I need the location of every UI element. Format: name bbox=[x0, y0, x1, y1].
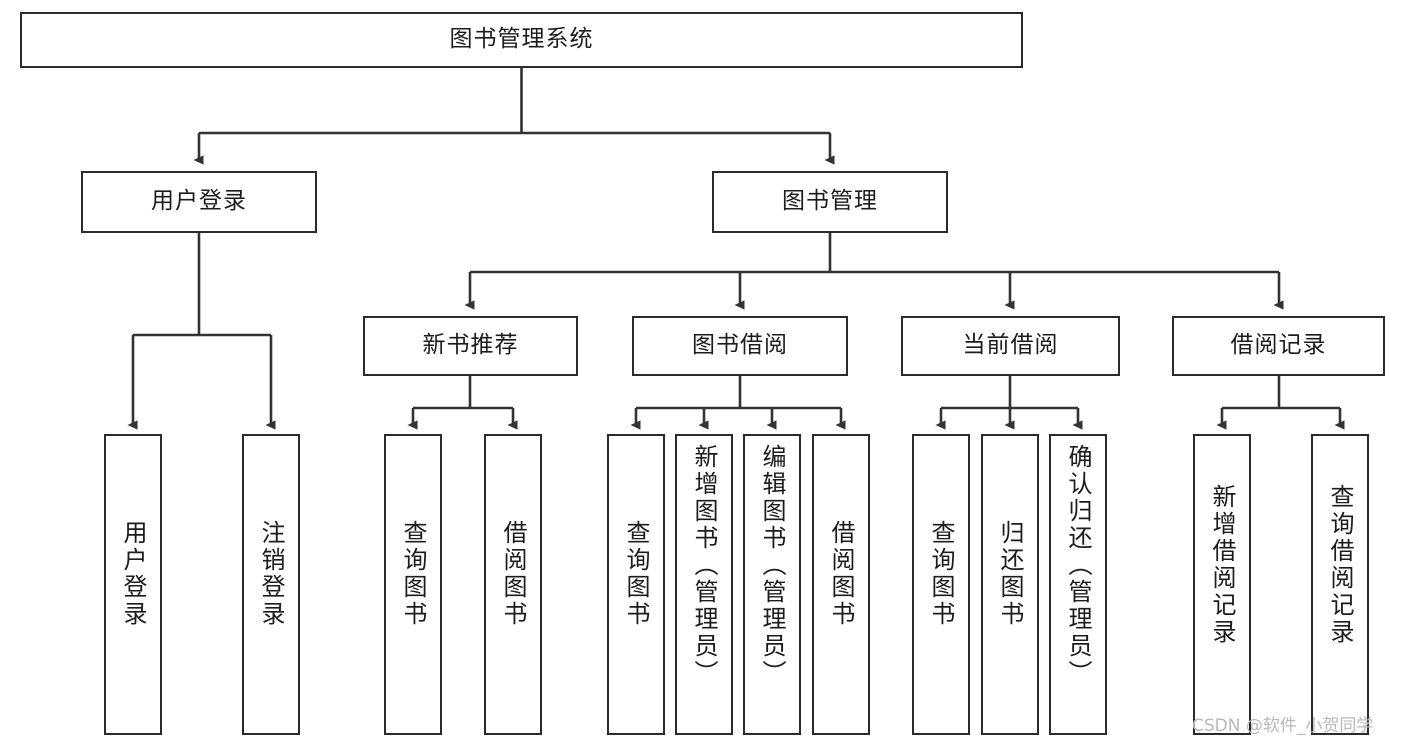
node-user-login-label: 用户登录 bbox=[151, 188, 247, 215]
node-leaf-query-book-2-label: 查询图书 bbox=[622, 520, 650, 628]
node-leaf-return-book-label: 归还图书 bbox=[996, 520, 1024, 628]
node-leaf-query-book-1[interactable]: 查询图书 bbox=[384, 434, 442, 735]
node-book-borrow-label: 图书借阅 bbox=[692, 332, 788, 359]
node-leaf-confirm-return-label: 确认归还（管理员） bbox=[1064, 444, 1092, 687]
node-leaf-borrow-book-1-label: 借阅图书 bbox=[499, 520, 527, 628]
node-leaf-add-record-label: 新增借阅记录 bbox=[1208, 484, 1236, 646]
node-leaf-query-record[interactable]: 查询借阅记录 bbox=[1311, 434, 1369, 735]
node-leaf-borrow-book-1[interactable]: 借阅图书 bbox=[484, 434, 542, 735]
node-leaf-query-book-3-label: 查询图书 bbox=[927, 520, 955, 628]
node-leaf-query-book-1-label: 查询图书 bbox=[399, 520, 427, 628]
node-leaf-logout-label: 注销登录 bbox=[257, 520, 285, 628]
node-leaf-add-book-label: 新增图书（管理员） bbox=[690, 444, 718, 687]
node-leaf-edit-book[interactable]: 编辑图书（管理员） bbox=[743, 434, 801, 735]
node-leaf-edit-book-label: 编辑图书（管理员） bbox=[758, 444, 786, 687]
node-leaf-logout[interactable]: 注销登录 bbox=[242, 434, 300, 735]
node-leaf-add-record[interactable]: 新增借阅记录 bbox=[1193, 434, 1251, 735]
node-current-borrow[interactable]: 当前借阅 bbox=[901, 316, 1120, 376]
node-borrow-record[interactable]: 借阅记录 bbox=[1172, 316, 1385, 376]
node-new-book-rec[interactable]: 新书推荐 bbox=[363, 316, 578, 376]
node-user-login[interactable]: 用户登录 bbox=[81, 171, 317, 233]
node-book-borrow[interactable]: 图书借阅 bbox=[632, 316, 848, 376]
node-borrow-record-label: 借阅记录 bbox=[1230, 332, 1327, 359]
node-leaf-add-book[interactable]: 新增图书（管理员） bbox=[675, 434, 733, 735]
node-leaf-query-book-3[interactable]: 查询图书 bbox=[912, 434, 970, 735]
node-leaf-user-login[interactable]: 用户登录 bbox=[104, 434, 162, 735]
node-leaf-user-login-label: 用户登录 bbox=[119, 520, 147, 628]
node-book-manage-label: 图书管理 bbox=[782, 188, 878, 215]
node-leaf-confirm-return[interactable]: 确认归还（管理员） bbox=[1049, 434, 1107, 735]
node-root-label: 图书管理系统 bbox=[449, 26, 594, 53]
node-book-manage[interactable]: 图书管理 bbox=[712, 171, 948, 233]
node-new-book-rec-label: 新书推荐 bbox=[422, 332, 519, 359]
node-leaf-return-book[interactable]: 归还图书 bbox=[981, 434, 1039, 735]
node-leaf-borrow-book-2-label: 借阅图书 bbox=[827, 520, 855, 628]
node-leaf-query-book-2[interactable]: 查询图书 bbox=[607, 434, 665, 735]
node-leaf-query-record-label: 查询借阅记录 bbox=[1326, 484, 1354, 646]
node-current-borrow-label: 当前借阅 bbox=[962, 332, 1059, 359]
node-leaf-borrow-book-2[interactable]: 借阅图书 bbox=[812, 434, 870, 735]
node-root[interactable]: 图书管理系统 bbox=[20, 12, 1023, 68]
watermark-text: CSDN @软件_小贺同学 bbox=[1192, 716, 1374, 736]
